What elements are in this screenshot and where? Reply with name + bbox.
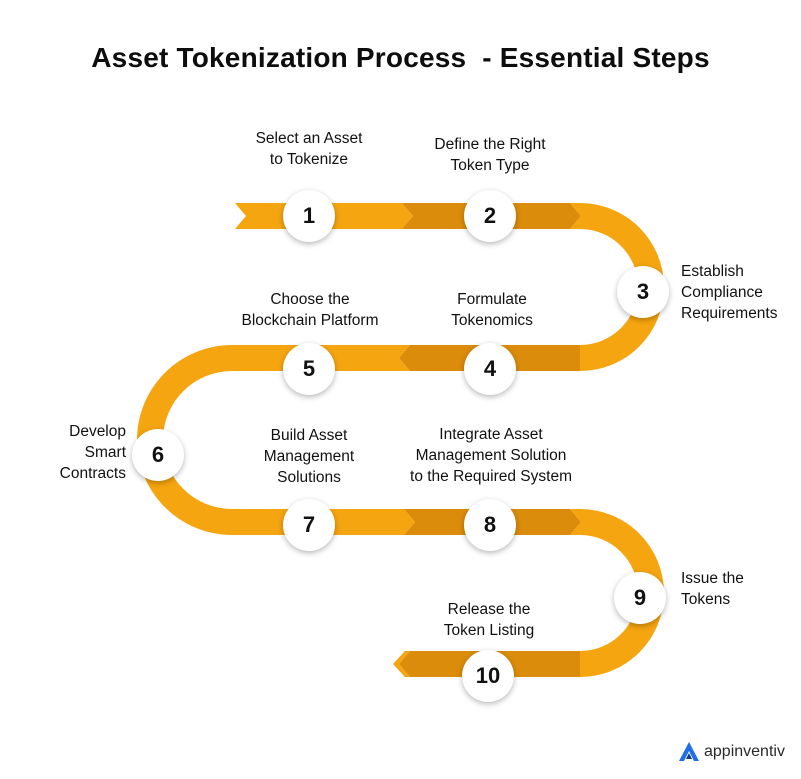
step-node-4: 4 bbox=[464, 343, 516, 395]
appinventiv-logo-icon bbox=[679, 742, 699, 761]
track-curve-right-top bbox=[580, 203, 664, 371]
step-node-9: 9 bbox=[614, 572, 666, 624]
brand-name: appinventiv bbox=[704, 743, 785, 760]
step-node-3: 3 bbox=[617, 266, 669, 318]
step-node-7: 7 bbox=[283, 499, 335, 551]
step-label-5: Choose the Blockchain Platform bbox=[241, 291, 379, 329]
step-label-8: Integrate Asset Management Solution to t… bbox=[410, 426, 572, 485]
step-label-9: Issue the Tokens bbox=[681, 570, 744, 608]
step-label-3: Establish Compliance Requirements bbox=[681, 263, 778, 322]
track-curve-left bbox=[137, 345, 232, 535]
diagram-title: Asset Tokenization Process - Essential S… bbox=[91, 42, 710, 73]
step-label-7: Build Asset Management Solutions bbox=[263, 427, 355, 486]
track-curve-right-bottom bbox=[580, 509, 664, 677]
step-label-1: Select an Asset to Tokenize bbox=[255, 130, 363, 168]
track-segment-2b bbox=[570, 203, 581, 229]
step-label-4: Formulate Tokenomics bbox=[451, 291, 533, 329]
track-start-arrow bbox=[235, 203, 273, 229]
step-node-10: 10 bbox=[462, 650, 514, 702]
step-node-8: 8 bbox=[464, 499, 516, 551]
step-label-10: Release the Token Listing bbox=[443, 601, 535, 639]
step-node-6: 6 bbox=[132, 429, 184, 481]
step-label-2: Define the Right Token Type bbox=[434, 136, 546, 174]
step-node-1: 1 bbox=[283, 190, 335, 242]
step-label-6: Develop Smart Contracts bbox=[59, 423, 126, 482]
track-segment-8b bbox=[570, 509, 581, 535]
step-node-5: 5 bbox=[283, 343, 335, 395]
brand-logo: appinventiv bbox=[678, 740, 785, 764]
track-end-arrow bbox=[393, 651, 410, 677]
step-node-2: 2 bbox=[464, 190, 516, 242]
